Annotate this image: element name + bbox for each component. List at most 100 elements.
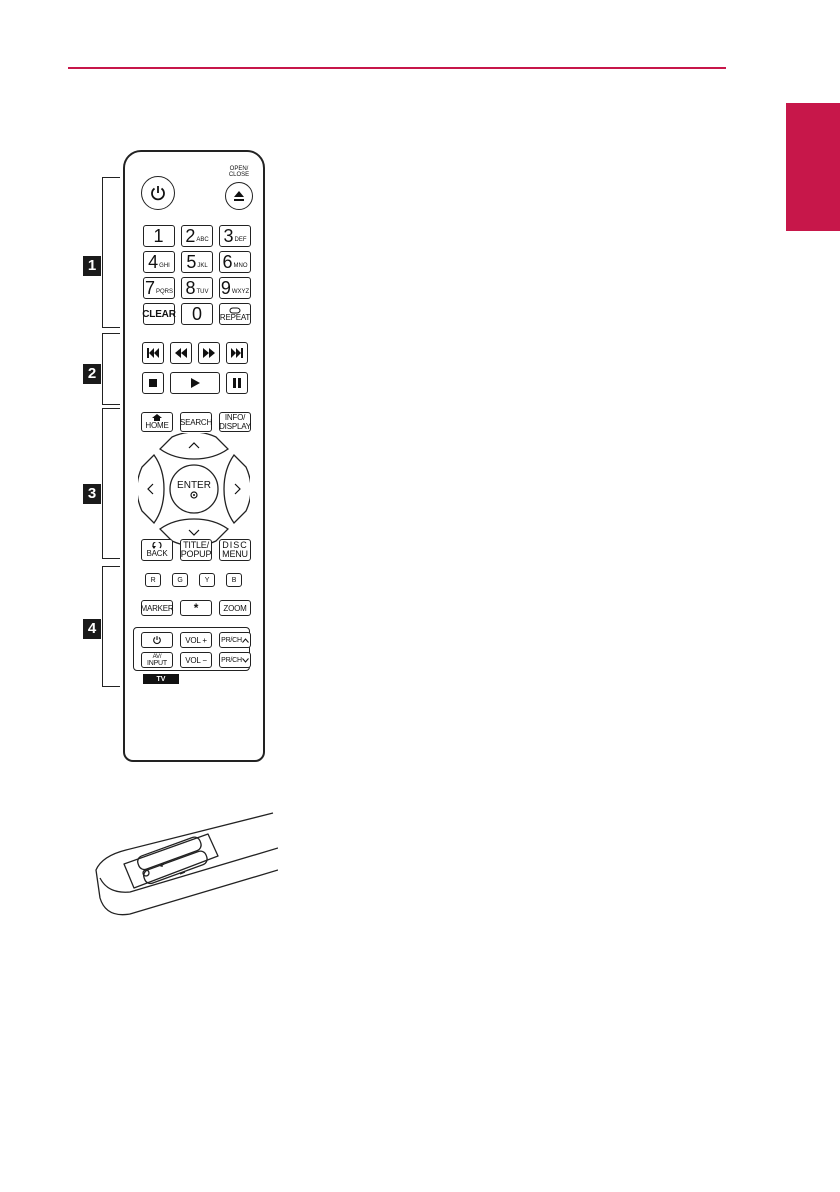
av-input-button[interactable]: AV/ INPUT (141, 652, 173, 668)
channel-up-button[interactable]: PR/CH (219, 632, 251, 648)
num-5-digit: 5 (186, 253, 196, 271)
skip-next-button[interactable] (226, 342, 248, 364)
num-9-digit: 9 (221, 279, 231, 297)
num-1-digit: 1 (153, 227, 163, 245)
chevron-down-icon (242, 658, 249, 663)
chapter-tab (786, 103, 840, 231)
num-8-letters: TUV (197, 289, 209, 295)
num-7-letters: PQRS (156, 289, 173, 295)
tv-label: TV (143, 674, 179, 684)
navigation-pad: ENTER (138, 433, 250, 545)
title-popup-button[interactable]: TITLE/ POPUP (180, 539, 212, 561)
section-1-label: 1 (83, 256, 101, 276)
marker-button[interactable]: MARKER (141, 600, 173, 616)
back-button[interactable]: BACK (141, 539, 173, 561)
section-2-bracket (102, 333, 120, 405)
num-8-digit: 8 (185, 279, 195, 297)
volume-down-button[interactable]: VOL − (180, 652, 212, 668)
battery-compartment-illustration (88, 800, 278, 920)
num-2-letters: ABC (196, 237, 208, 243)
num-3-letters: DEF (235, 237, 247, 243)
star-button[interactable]: * (180, 600, 212, 616)
fast-forward-icon (203, 348, 215, 358)
section-4-label: 4 (83, 619, 101, 639)
red-button[interactable]: R (145, 573, 161, 587)
pause-icon (233, 378, 241, 388)
back-icon (152, 542, 162, 549)
info-display-button[interactable]: INFO/ DISPLAY (219, 412, 251, 432)
num-3-digit: 3 (223, 227, 233, 245)
blue-button[interactable]: B (226, 573, 242, 587)
input-label: INPUT (147, 660, 167, 667)
search-button[interactable]: SEARCH (180, 412, 212, 432)
volume-up-button[interactable]: VOL + (180, 632, 212, 648)
section-2-label: 2 (83, 364, 101, 384)
skip-next-icon (231, 348, 243, 358)
rewind-button[interactable] (170, 342, 192, 364)
menu-label: MENU (222, 550, 248, 559)
yellow-button[interactable]: Y (199, 573, 215, 587)
num-7-digit: 7 (145, 279, 155, 297)
left-button[interactable] (138, 455, 164, 523)
power-button[interactable] (141, 176, 175, 210)
skip-previous-icon (147, 348, 159, 358)
home-label: HOME (145, 421, 168, 430)
power-icon (149, 184, 167, 202)
num-2-digit: 2 (185, 227, 195, 245)
eject-icon (232, 189, 246, 203)
num-4-letters: GHI (159, 263, 170, 269)
enter-dot-center (193, 494, 195, 496)
num-4-digit: 4 (148, 253, 158, 271)
channel-up-label: PR/CH (221, 636, 242, 645)
repeat-button[interactable]: REPEAT (219, 303, 251, 325)
display-label: DISPLAY (219, 422, 251, 431)
play-button[interactable] (170, 372, 220, 394)
play-icon (191, 378, 200, 388)
green-button[interactable]: G (172, 573, 188, 587)
stop-icon (149, 379, 157, 387)
home-button[interactable]: HOME (141, 412, 173, 432)
section-1-bracket (102, 177, 120, 328)
channel-down-label: PR/CH (221, 656, 242, 665)
rewind-icon (175, 348, 187, 358)
home-icon (152, 414, 162, 421)
repeat-label: REPEAT (220, 314, 250, 322)
zoom-button[interactable]: ZOOM (219, 600, 251, 616)
header-rule (68, 67, 726, 69)
section-4-bracket (102, 566, 120, 687)
right-button[interactable] (224, 455, 250, 523)
info-label: INFO/ (225, 413, 245, 422)
chevron-up-icon (242, 638, 249, 643)
up-button[interactable] (160, 433, 228, 459)
eject-button[interactable] (225, 182, 253, 210)
power-icon (152, 635, 162, 645)
number-1-button[interactable]: 1 (143, 225, 175, 247)
clear-button[interactable]: CLEAR (143, 303, 175, 325)
pause-button[interactable] (226, 372, 248, 394)
section-3-bracket (102, 408, 120, 559)
number-0-button[interactable]: 0 (181, 303, 213, 325)
section-3-label: 3 (83, 484, 101, 504)
open-close-caption: OPEN/ CLOSE (218, 166, 260, 178)
back-label: BACK (147, 549, 168, 558)
tv-power-button[interactable] (141, 632, 173, 648)
num-0-digit: 0 (192, 305, 202, 323)
num-5-letters: JKL (197, 263, 207, 269)
enter-label: ENTER (177, 480, 211, 491)
channel-down-button[interactable]: PR/CH (219, 652, 251, 668)
fast-forward-button[interactable] (198, 342, 220, 364)
num-6-letters: MNO (234, 263, 248, 269)
disc-menu-button[interactable]: DISC MENU (219, 539, 251, 561)
stop-button[interactable] (142, 372, 164, 394)
skip-previous-button[interactable] (142, 342, 164, 364)
open-close-line2: CLOSE (218, 172, 260, 178)
num-9-letters: WXYZ (232, 289, 249, 295)
